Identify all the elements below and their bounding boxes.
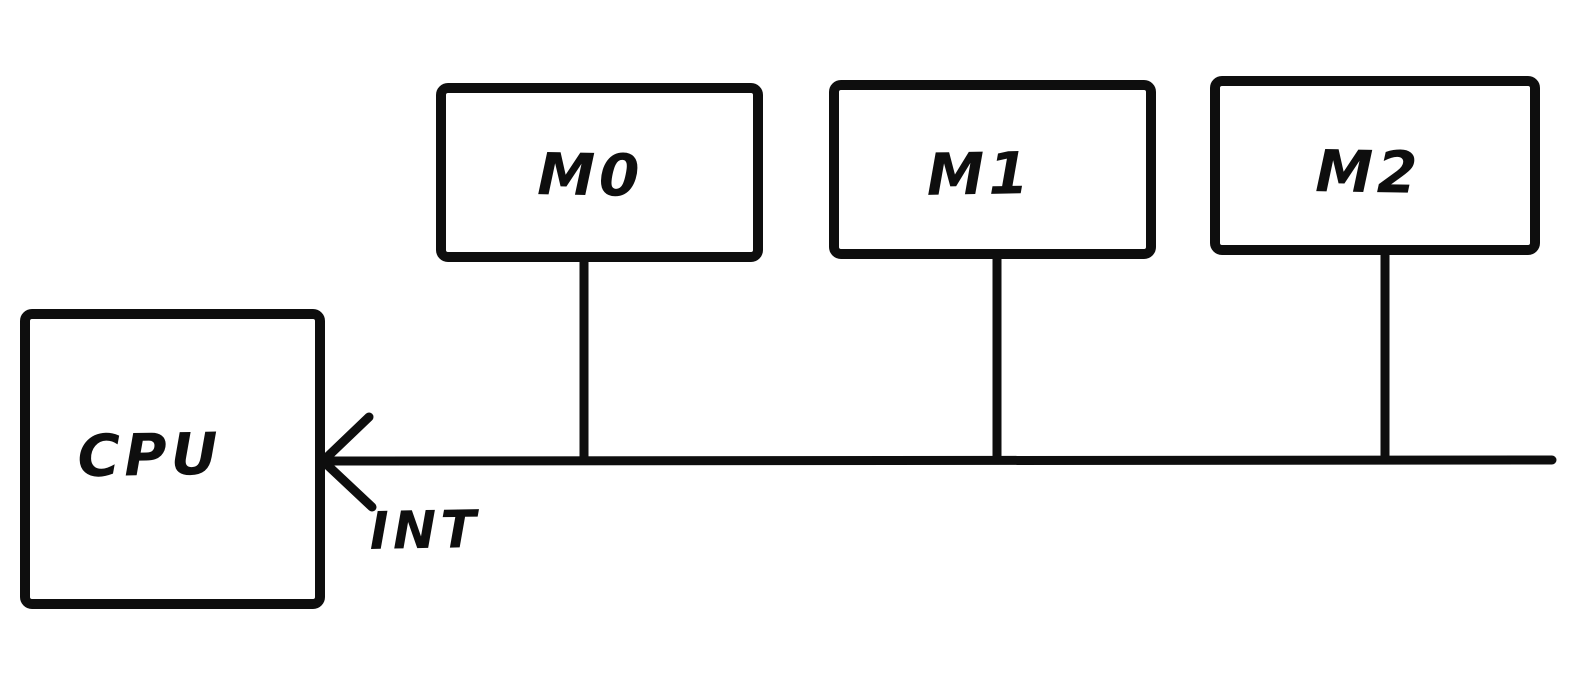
m0-label: M0 <box>537 140 644 210</box>
cpu-label: CPU <box>77 420 222 491</box>
m1-label: M1 <box>926 139 1033 209</box>
int-label: INT <box>369 500 480 562</box>
m0-box <box>436 83 763 262</box>
int-arrowhead-icon <box>318 412 377 512</box>
m2-label: M2 <box>1315 137 1422 207</box>
bus-line <box>323 455 1557 466</box>
m1-box <box>829 80 1156 259</box>
m2-box <box>1210 76 1540 255</box>
